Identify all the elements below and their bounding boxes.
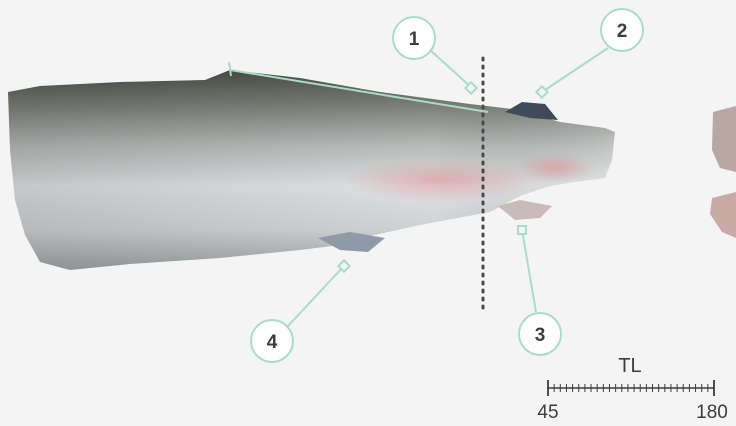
scale-min-label: 45 <box>537 402 558 423</box>
callout-1: 1 <box>393 17 435 59</box>
scale-max-label: 180 <box>696 402 728 423</box>
leader-anchor-2 <box>536 86 547 97</box>
svg-text:2: 2 <box>617 21 628 42</box>
leader-line-1 <box>430 50 472 88</box>
leader-line-4 <box>287 266 344 327</box>
tl-scale: TL 45 180 <box>537 355 727 423</box>
leader-line-3 <box>522 230 536 312</box>
scale-label: TL <box>618 355 641 377</box>
leader-line-2 <box>542 48 608 92</box>
svg-text:3: 3 <box>535 325 546 346</box>
leader-anchor-3 <box>518 226 526 234</box>
callout-2: 2 <box>601 9 643 51</box>
svg-text:4: 4 <box>267 332 278 353</box>
svg-text:1: 1 <box>409 29 420 50</box>
callout-3: 3 <box>519 313 561 355</box>
second-specimen-partial <box>710 106 736 238</box>
callout-4: 4 <box>251 320 293 362</box>
